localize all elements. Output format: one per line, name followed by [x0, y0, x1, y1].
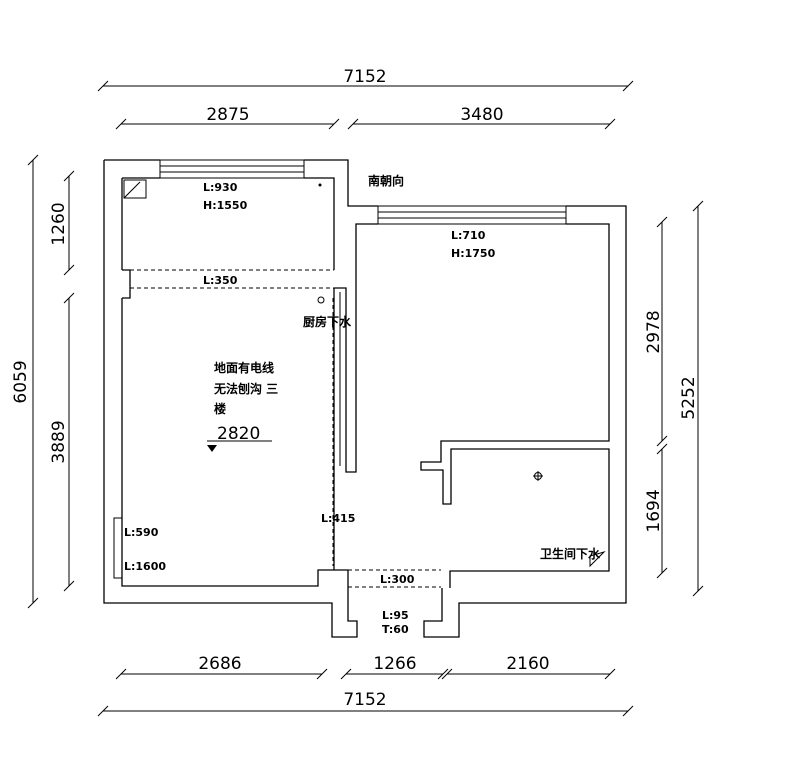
dimension-right-bottom: 1694 — [644, 443, 668, 579]
ceiling-height: 2820 — [217, 424, 260, 444]
dimension-bottom-right: 2160 — [441, 654, 616, 680]
bath-drain-leader — [589, 550, 606, 568]
window-left-height: H:1550 — [203, 199, 248, 212]
dim-left-top-text: 1260 — [49, 202, 69, 245]
window-right-height: H:1750 — [451, 247, 496, 260]
dim-right-top-text: 2978 — [644, 310, 664, 353]
dimension-left-top: 1260 — [49, 170, 75, 276]
window-left-width: L:930 — [203, 181, 238, 194]
dim-left-total-text: 6059 — [11, 360, 31, 403]
floor-note-line3: 楼 — [214, 401, 226, 416]
dimension-top-right: 3480 — [347, 105, 616, 130]
dim-bottom-total-text: 7152 — [343, 690, 386, 710]
dim-right-bottom-text: 1694 — [644, 489, 664, 532]
cabinet-length-2: L:1600 — [124, 560, 166, 573]
side-cabinet — [113, 517, 123, 579]
window-left — [159, 159, 305, 179]
floor-note-line1: 地面有电线 — [214, 360, 274, 375]
dimension-left-total: 6059 — [11, 154, 39, 609]
kitchen-drain-icon — [317, 296, 325, 304]
bath-drain-label: 卫生间下水 — [540, 546, 601, 561]
door-thickness: T:60 — [382, 623, 409, 636]
dimension-bottom-left: 2686 — [115, 654, 328, 680]
height-marker-icon — [207, 445, 217, 452]
corner-box — [123, 179, 147, 199]
left-room-wall — [121, 177, 349, 588]
kitchen-drain-label: 厨房下水 — [303, 314, 352, 329]
dimension-right-top: 2978 — [644, 216, 668, 447]
beam-length: L:350 — [203, 274, 238, 287]
dim-right-total-text: 5252 — [679, 376, 699, 419]
dim-bottom-left-text: 2686 — [198, 654, 241, 674]
dim-bottom-mid-text: 1266 — [373, 654, 416, 674]
dim-left-bottom-text: 3889 — [49, 420, 69, 463]
window-right — [377, 205, 567, 225]
dot-icon — [318, 183, 322, 187]
dimension-bottom-total: 7152 — [97, 690, 634, 717]
dim-top-right-text: 3480 — [460, 105, 503, 125]
bath-drain-icon — [533, 471, 543, 481]
beam-notch — [122, 269, 131, 299]
south-label: 南朝向 — [368, 173, 404, 188]
dim-bottom-right-text: 2160 — [506, 654, 549, 674]
partition-wall — [333, 223, 610, 588]
window-right-width: L:710 — [451, 229, 486, 242]
corridor-length: L:300 — [380, 573, 415, 586]
cabinet-length: L:590 — [124, 526, 159, 539]
side-length: L:415 — [321, 512, 355, 525]
dimension-right-total: 5252 — [679, 200, 704, 597]
outer-wall — [103, 159, 627, 638]
dim-top-total-text: 7152 — [343, 67, 386, 87]
dimension-left-bottom: 3889 — [49, 292, 75, 592]
door-width: L:95 — [382, 609, 409, 622]
dimension-top-total: 7152 — [97, 67, 634, 92]
dim-top-left-text: 2875 — [206, 105, 249, 125]
dimension-top-left: 2875 — [115, 105, 340, 130]
floor-note-line2: 无法刨沟 三 — [213, 381, 278, 396]
dimension-bottom-mid: 1266 — [340, 654, 449, 680]
